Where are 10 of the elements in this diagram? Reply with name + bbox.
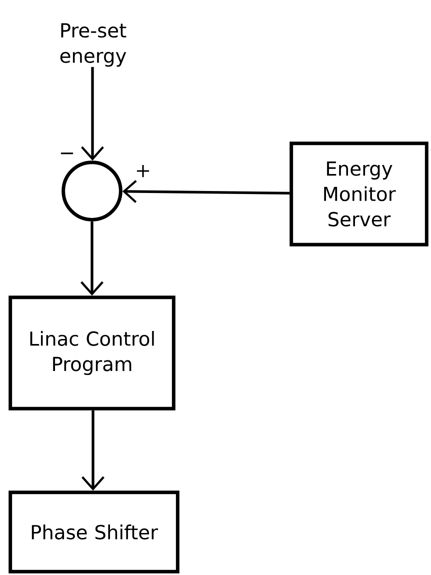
process-box: Energy Monitor Server xyxy=(290,142,428,246)
arrow xyxy=(80,221,104,296)
arrow xyxy=(82,410,104,491)
summing-junction xyxy=(62,160,122,222)
arrow xyxy=(122,180,290,203)
arrow xyxy=(81,67,104,161)
process-box: Linac Control Program xyxy=(8,296,176,410)
process-box: Phase Shifter xyxy=(8,490,180,574)
input-label: Pre-set energy xyxy=(60,23,126,67)
sign-label: + xyxy=(136,164,150,178)
